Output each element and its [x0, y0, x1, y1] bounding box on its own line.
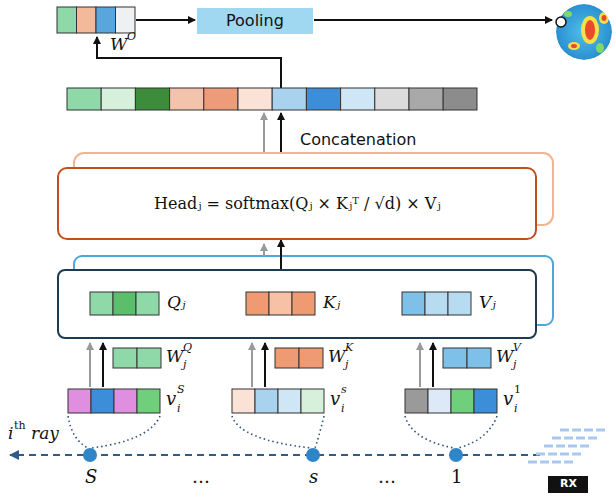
vector-symbol: v [166, 389, 176, 409]
node-text: Pooling [226, 12, 284, 30]
subscript: i [341, 403, 345, 415]
weight-matrices [113, 348, 491, 368]
superscript: S [177, 384, 185, 396]
matrix-symbol: W [166, 347, 183, 366]
subscript: j [183, 359, 186, 371]
output-vector [57, 7, 135, 33]
sample-index: 1 [451, 467, 462, 487]
matrix-symbol: W [328, 347, 345, 366]
attention-head-box: Headⱼ = softmax(Qⱼ × Kⱼᵀ / √d) × Vⱼ [57, 167, 537, 240]
node-text: Vⱼ [479, 293, 496, 312]
caption-text: Concatenation [300, 131, 416, 149]
pooling-box: Pooling [197, 8, 313, 34]
node-text: Headⱼ = softmax(Qⱼ × Kⱼᵀ / √d) × Vⱼ [154, 195, 441, 213]
ellipsis: … [192, 467, 210, 487]
matrix-symbol: W [496, 347, 513, 366]
sample-points [83, 448, 463, 462]
superscript: K [345, 342, 353, 354]
antenna-array [528, 430, 606, 462]
qkv-cells [59, 271, 535, 337]
ray-label: ray [31, 424, 59, 443]
subscript: j [513, 359, 516, 371]
sample-index: S [85, 467, 97, 487]
vector-symbol: v [503, 389, 513, 409]
receiver-box: RX [548, 476, 588, 493]
superscript: s [341, 384, 347, 396]
node-text: Kⱼ [323, 293, 340, 312]
node-text: Qⱼ [167, 293, 185, 312]
arrow [314, 19, 552, 21]
superscript: Q [183, 342, 192, 354]
vector-symbol: v [330, 389, 340, 409]
arrow [263, 244, 265, 256]
position-marker [556, 17, 566, 27]
subscript: i [514, 403, 518, 415]
superscript: V [513, 342, 521, 354]
superscript: O [127, 31, 136, 43]
matrix-symbol: W [110, 35, 127, 54]
node-text: RX [560, 478, 577, 490]
arrow [263, 113, 265, 153]
qkv-box: Qⱼ Kⱼ Vⱼ [57, 269, 537, 339]
feature-vectors [68, 389, 497, 413]
subscript: j [345, 359, 348, 371]
connector-arrow [280, 240, 282, 269]
concat-vector [67, 88, 477, 110]
ray-label: i [8, 424, 13, 443]
superscript: 1 [514, 384, 521, 396]
superscript: th [14, 420, 26, 432]
heatmap [556, 4, 612, 60]
projection-arrows [90, 343, 433, 387]
arrow [136, 19, 195, 21]
ellipsis: … [378, 467, 396, 487]
subscript: i [177, 403, 181, 415]
sample-index: s [309, 467, 318, 487]
sample-brackets [68, 416, 497, 448]
